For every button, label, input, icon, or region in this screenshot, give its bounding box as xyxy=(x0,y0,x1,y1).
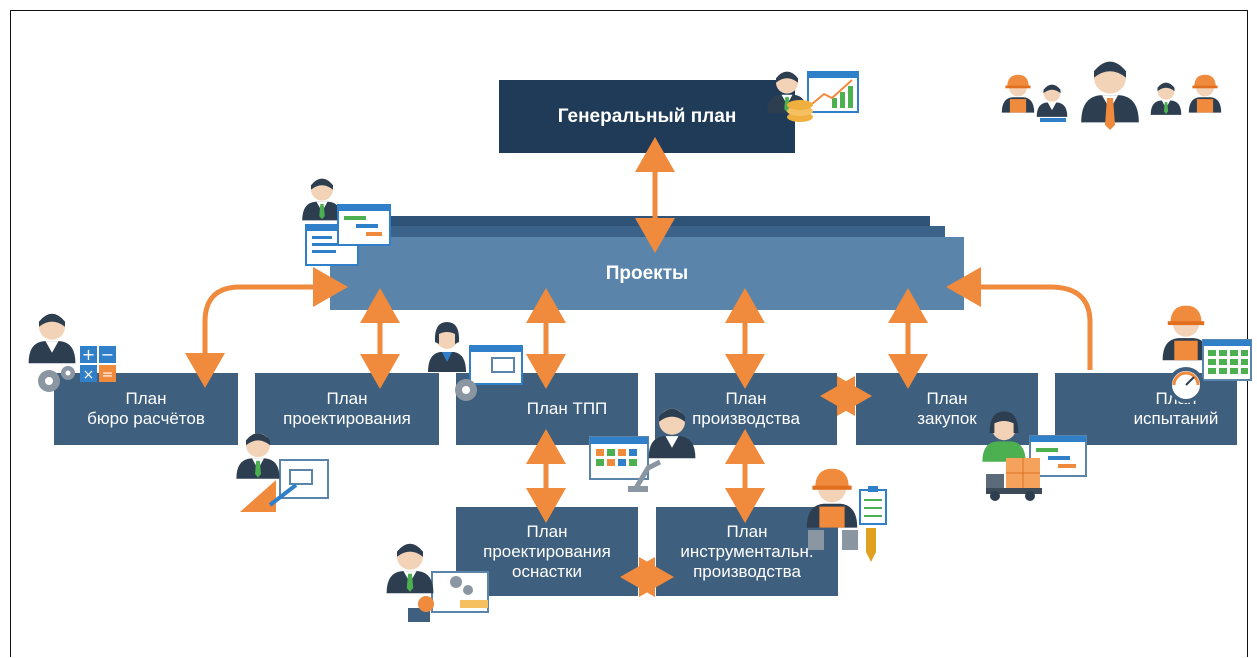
plan-tool-production-line1: План xyxy=(726,521,768,541)
plan-purchases-line2: закупок xyxy=(917,409,977,428)
tester-gauge-icon xyxy=(1162,305,1252,403)
diagram-frame xyxy=(10,10,1248,657)
manager-gantt-icon xyxy=(302,179,391,266)
team-icon xyxy=(1001,61,1222,130)
plan-tests-box: Планиспытаний xyxy=(1055,373,1237,445)
plan-tooling-design-line1: План xyxy=(526,521,568,541)
plan-bureau-line1: План xyxy=(125,389,167,408)
engineer-drawing-icon xyxy=(236,433,329,512)
svg-text:×: × xyxy=(83,367,95,383)
projects-label: Проекты xyxy=(605,262,689,284)
svg-text:−: − xyxy=(101,345,114,364)
tooling-designer-icon xyxy=(387,544,489,622)
svg-text:=: = xyxy=(102,367,114,383)
purchaser-truck-icon xyxy=(982,411,1087,501)
plan-purchases-line1: План xyxy=(926,389,968,408)
plan-tooling-design-line2: проектирования xyxy=(483,541,611,561)
worker-checklist-icon xyxy=(806,468,887,562)
plan-production-line2: производства xyxy=(692,409,800,428)
connector-arrows xyxy=(185,137,1093,597)
plan-design-line1: План xyxy=(326,389,368,408)
arrow-projects-tests xyxy=(946,267,1093,370)
calculator-person-icon: + − × = xyxy=(28,313,116,392)
plan-tool-production-line3: производства xyxy=(693,561,801,581)
arrow-projects-bureau xyxy=(185,267,348,388)
plan-production-line1: План xyxy=(725,389,767,408)
plan-tooling-design-line3: оснастки xyxy=(511,561,583,581)
plan-tests-line2: испытаний xyxy=(1133,409,1219,428)
manager-chart-icon xyxy=(767,71,859,122)
plan-bureau-line2: бюро расчётов xyxy=(87,409,205,428)
plan-tpp-label: План ТПП xyxy=(526,399,608,418)
plan-tool-production-line2: инструментальн. xyxy=(680,541,814,561)
tech-female-icon xyxy=(428,322,523,401)
svg-text:+: + xyxy=(82,345,95,364)
plan-design-line2: проектирования xyxy=(283,409,411,428)
scheduler-robot-icon xyxy=(589,408,696,492)
general-plan-label: Генеральный план xyxy=(557,105,737,127)
